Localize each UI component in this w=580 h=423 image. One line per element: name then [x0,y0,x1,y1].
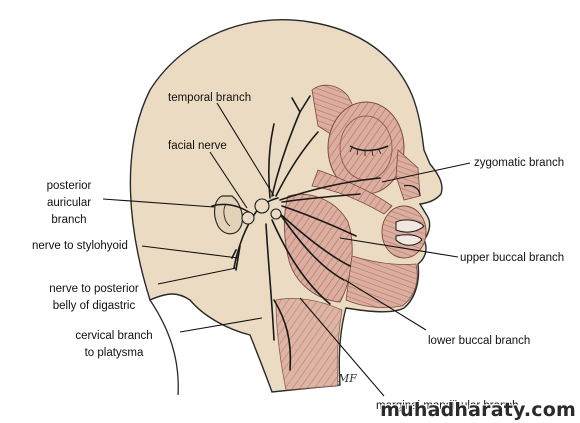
label-posterior-auricular-branch: posterior auricular branch [34,178,104,229]
label-line: branch [51,214,87,226]
label-line: nerve to posterior [49,283,139,295]
label-cervical-branch-to-platysma: cervical branch to platysma [52,328,176,362]
eye [349,145,389,152]
label-nerve-to-stylohyoid: nerve to stylohyoid [32,240,128,252]
leader-lines [102,102,471,397]
nerve-nodes [241,198,282,225]
artist-signature: MF [338,372,357,385]
label-nerve-to-posterior-belly-of-digastric: nerve to posterior belly of digastric [34,281,154,315]
label-line: posterior [46,180,92,192]
label-lower-buccal-branch: lower buccal branch [428,335,531,347]
label-line: belly of digastric [52,300,136,312]
label-line: to platysma [84,347,144,359]
label-zygomatic-branch: zygomatic branch [474,157,565,169]
lips [395,219,425,246]
chin-muscle [345,255,418,308]
watermark: muhadharaty.com [380,399,576,421]
label-marginal-mandibular-branch: marginal mandibular branch [376,400,519,412]
zygomaticus-muscle [311,169,393,215]
platysma-muscle [275,298,343,391]
label-upper-buccal-branch: upper buccal branch [460,252,565,264]
label-line: cervical branch [75,330,153,342]
facial-nerve-branches [211,95,381,371]
label-facial-nerve: facial nerve [168,140,227,152]
label-line: auricular [46,197,92,209]
nasal-muscle [395,149,421,201]
label-temporal-branch: temporal branch [168,92,252,104]
